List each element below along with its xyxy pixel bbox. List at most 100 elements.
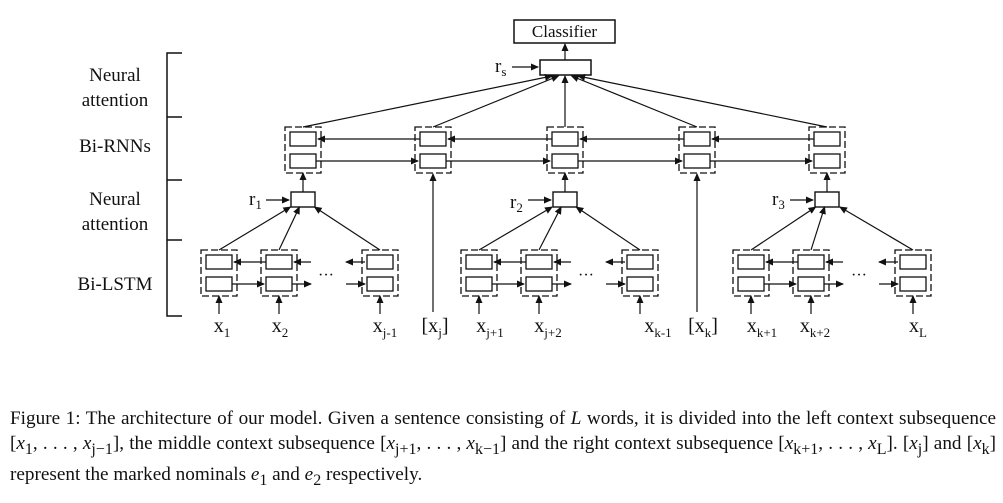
classifier-label: Classifier — [532, 22, 597, 41]
bi-rnn-cell-2-forward-cell — [419, 131, 447, 147]
input-token-9: xk+1 — [747, 315, 777, 340]
layer-label-neural-attention-mid-2: attention — [82, 214, 149, 235]
rnn-to-rs-arrow — [302, 73, 553, 128]
bi-lstm-cell-g3-2-forward-cell — [797, 254, 825, 270]
bi-lstm-cell-g2-2-backward-cell — [525, 276, 553, 292]
lstm-to-attention-arrow — [839, 206, 914, 251]
input-token-base: x — [476, 315, 486, 337]
input-token-6: xj+2 — [534, 315, 561, 340]
caption-text: , . . . , — [416, 433, 467, 454]
lstm-to-attention-arrow — [750, 206, 817, 251]
bi-lstm-cell-g3-2-backward-cell — [797, 276, 825, 292]
input-token-base: x — [800, 315, 810, 337]
figure-caption: Figure 1: The architecture of our model.… — [10, 406, 996, 493]
input-token-sub: j — [437, 325, 442, 340]
caption-sub: L — [876, 440, 887, 458]
input-token-sub: k+1 — [757, 325, 777, 340]
bi-lstm-cell-g2-3-forward-cell — [626, 254, 654, 270]
rnn-to-rs-arrow — [577, 73, 828, 128]
input-token-close: ] — [442, 315, 449, 337]
rnn-to-rs-arrow — [570, 75, 698, 128]
attention-box-r2 — [552, 191, 578, 208]
caption-text: and — [267, 463, 305, 485]
input-token-sub: j-1 — [382, 325, 397, 340]
input-token-base: x — [747, 315, 757, 337]
input-token-base: x — [644, 315, 654, 337]
bi-rnn-cell-2-backward-cell — [419, 153, 447, 169]
layer-labels: Neural attention Bi-RNNs Neural attentio… — [78, 65, 153, 295]
bi-lstm-cell-g3-3-forward-cell — [899, 254, 927, 270]
caption-var: x — [784, 433, 794, 454]
input-token-sub: k+2 — [810, 325, 830, 340]
layer-label-neural-attention-top-1: Neural — [89, 65, 141, 86]
caption-sub: j−1 — [91, 440, 113, 458]
lstm-to-attention-arrow — [278, 206, 300, 251]
bi-rnn-layer — [284, 73, 846, 174]
caption-sub: k+1 — [793, 440, 819, 458]
input-token-base: [x — [688, 315, 705, 337]
caption-sub: k — [981, 440, 990, 458]
caption-text: ]. [ — [886, 433, 910, 454]
ellipsis-2: ··· — [578, 267, 594, 284]
input-token-4: [xj] — [422, 315, 449, 340]
bi-lstm-cell-g1-2-backward-cell — [265, 276, 293, 292]
caption-var: x — [82, 433, 92, 454]
input-token-sub: L — [919, 325, 927, 340]
bi-rnn-cell-3-backward-cell — [551, 153, 579, 169]
caption-sub: k−1 — [474, 440, 500, 458]
caption-text: , . . . , — [32, 433, 83, 454]
input-token-base: x — [214, 315, 224, 337]
caption-text: respectively. — [321, 463, 423, 485]
bi-lstm-cell-g3-3-backward-cell — [899, 276, 927, 292]
input-token-close: ] — [711, 315, 718, 337]
rnn-to-rs-arrow — [432, 75, 560, 128]
layer-label-neural-attention-mid-1: Neural — [89, 189, 141, 210]
input-token-8: [xk] — [688, 315, 718, 340]
lstm-to-attention-arrow — [313, 206, 381, 251]
bi-lstm-cell-g1-3-forward-cell — [366, 254, 394, 270]
caption-var: x — [868, 433, 877, 454]
caption-text: words, it is divided into the left conte… — [10, 408, 996, 454]
caption-text: , . . . , — [818, 433, 869, 454]
layer-label-bi-rnns: Bi-RNNs — [79, 136, 151, 157]
bi-rnn-cell-1-forward-cell — [289, 131, 317, 147]
bi-lstm-cell-g1-3-backward-cell — [366, 276, 394, 292]
caption-sub: 1 — [259, 471, 268, 489]
bi-lstm-cell-g3-1-forward-cell — [737, 254, 765, 270]
input-token-sub: j+2 — [543, 325, 561, 340]
bi-lstm-cell-g3-1-backward-cell — [737, 276, 765, 292]
attention-box-r3 — [814, 191, 840, 208]
bi-lstm-cell-g2-3-backward-cell — [626, 276, 654, 292]
lstm-to-attention-arrow — [218, 206, 292, 251]
caption-sub: 2 — [313, 471, 322, 489]
caption-var: e — [250, 463, 260, 485]
caption-text: ], the middle context subsequence [ — [112, 433, 387, 454]
ellipsis-3: ··· — [851, 267, 867, 284]
attention-box-r1 — [290, 191, 316, 208]
bi-lstm-cell-g1-1-backward-cell — [205, 276, 233, 292]
input-token-2: x2 — [272, 315, 289, 340]
input-token-11: xL — [909, 315, 927, 340]
input-token-7: xk-1 — [644, 315, 671, 340]
input-token-1: x1 — [214, 315, 231, 340]
caption-sub: j+1 — [395, 440, 417, 458]
r2-label: r2 — [510, 192, 523, 215]
input-token-base: x — [272, 315, 282, 337]
caption-var: x — [16, 433, 25, 454]
layer-label-bi-lstm: Bi-LSTM — [78, 274, 153, 295]
caption-text: ] and [ — [922, 433, 974, 454]
input-token-base: x — [909, 315, 919, 337]
lstm-to-attention-arrow — [575, 206, 641, 251]
bi-lstm-cell-g2-1-backward-cell — [465, 276, 493, 292]
input-token-sub: k — [705, 325, 712, 340]
rs-box — [539, 59, 592, 76]
input-token-base: x — [534, 315, 544, 337]
input-token-sub: k-1 — [654, 325, 671, 340]
input-token-3: xj-1 — [373, 315, 397, 340]
bi-lstm-cell-g1-1-forward-cell — [205, 254, 233, 270]
ellipsis-1: ··· — [318, 267, 334, 284]
rs-label: rs — [495, 56, 506, 79]
caption-var: x — [973, 433, 982, 454]
caption-text: ] represent the marked nominals — [10, 433, 997, 485]
